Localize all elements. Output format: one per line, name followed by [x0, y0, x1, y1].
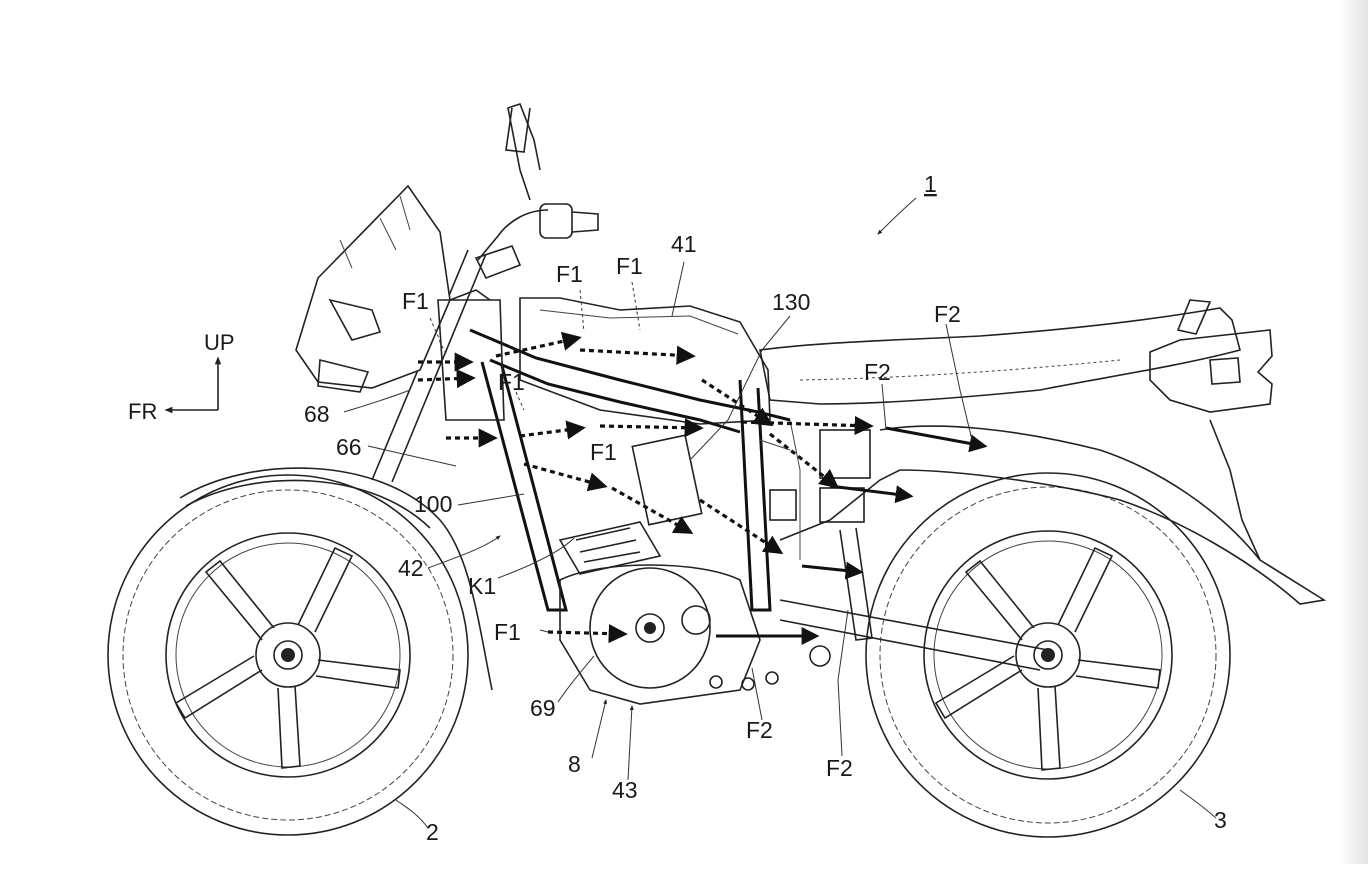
flow-f1-label-tank-front: F1 [556, 261, 583, 287]
ref-43-label: 43 [612, 777, 638, 803]
handlebar-mirror [477, 103, 599, 261]
flow-f1-label-cowl: F1 [402, 288, 429, 314]
ref-3-label: 3 [1214, 807, 1227, 833]
ref-k1-label: K1 [468, 573, 496, 599]
reference-labels: 1 UP FR 41 130 68 66 100 42 K1 69 8 43 2… [128, 171, 1227, 845]
leader-lines [343, 197, 1217, 829]
seat [759, 299, 1241, 405]
windshield-cowl [295, 184, 451, 393]
ref-69-label: 69 [530, 695, 556, 721]
front-wheel [107, 474, 469, 836]
flow-f1-label-engine: F1 [494, 619, 521, 645]
flow-f2-label-seat: F2 [934, 301, 961, 327]
ref-8-label: 8 [568, 751, 581, 777]
ref-42-label: 42 [398, 555, 424, 581]
flow-f2-label-engine-rear: F2 [746, 717, 773, 743]
orientation-up-label: UP [204, 330, 235, 355]
orientation-indicator [164, 356, 222, 414]
swing-arm [709, 527, 1049, 691]
ref-100-label: 100 [414, 491, 452, 517]
page-edge-shadow [1338, 0, 1368, 864]
ref-2-label: 2 [426, 819, 439, 845]
fuel-tank [519, 297, 771, 425]
rear-wheel [865, 472, 1231, 838]
airflow-f2-arrows [716, 426, 988, 645]
ref-66-label: 66 [336, 434, 362, 460]
airflow-f1-arrows [417, 331, 874, 644]
ref-main-label: 1 [924, 171, 937, 197]
flow-f1-label-middle: F1 [590, 439, 617, 465]
engine [558, 521, 761, 705]
flow-f1-label-frame: F1 [498, 369, 525, 395]
orientation-front-label: FR [128, 399, 157, 424]
ref-41-label: 41 [671, 231, 697, 257]
ref-68-label: 68 [304, 401, 330, 427]
front-fender-fork [179, 245, 522, 691]
ref-130-label: 130 [772, 289, 810, 315]
flow-f1-label-tank-top: F1 [616, 253, 643, 279]
rear-fender-tail [879, 329, 1327, 605]
flow-f2-label-under-seat: F2 [864, 359, 891, 385]
flow-f2-label-swingarm: F2 [826, 755, 853, 781]
